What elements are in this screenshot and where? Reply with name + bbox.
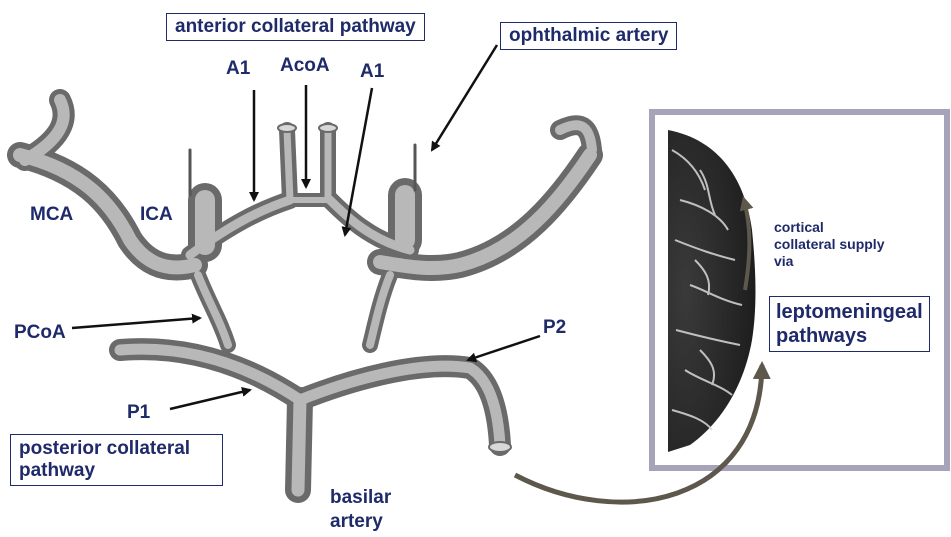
acoa-label: AcoA <box>280 55 330 77</box>
a1-right-arrow <box>345 88 372 235</box>
ophthalmic-artery-label: ophthalmic artery <box>500 22 677 50</box>
basilar-artery-label: basilar artery <box>330 486 391 534</box>
ica-label: ICA <box>140 204 173 226</box>
pcoa-arrow <box>72 318 200 328</box>
leptomeningeal-label: leptomeningeal pathways <box>769 296 930 352</box>
posterior-pathway-line1: posterior collateral <box>19 438 214 460</box>
cortical-supply-label: cortical collateral supply via <box>774 219 884 270</box>
basilar-line2: artery <box>330 510 391 534</box>
cortical-line3: via <box>774 253 884 270</box>
p2-arrow <box>468 336 540 360</box>
mca-label: MCA <box>30 204 73 226</box>
cortical-line1: cortical <box>774 219 884 236</box>
a1-left-label: A1 <box>226 58 250 80</box>
cortical-line2: collateral supply <box>774 236 884 253</box>
p1-label: P1 <box>127 402 150 424</box>
p1-arrow <box>170 390 250 409</box>
anterior-pathway-label: anterior collateral pathway <box>166 13 425 41</box>
pcoa-label: PCoA <box>14 322 66 344</box>
posterior-pathway-line2: pathway <box>19 460 214 482</box>
basilar-line1: basilar <box>330 486 391 510</box>
ophthalmic-arrow <box>432 45 497 150</box>
p2-label: P2 <box>543 317 566 339</box>
cortex-inset <box>652 112 947 468</box>
posterior-pathway-label: posterior collateral pathway <box>10 434 223 486</box>
lepto-line1: leptomeningeal <box>776 300 923 324</box>
a1-right-label: A1 <box>360 61 384 83</box>
lepto-line2: pathways <box>776 324 923 348</box>
